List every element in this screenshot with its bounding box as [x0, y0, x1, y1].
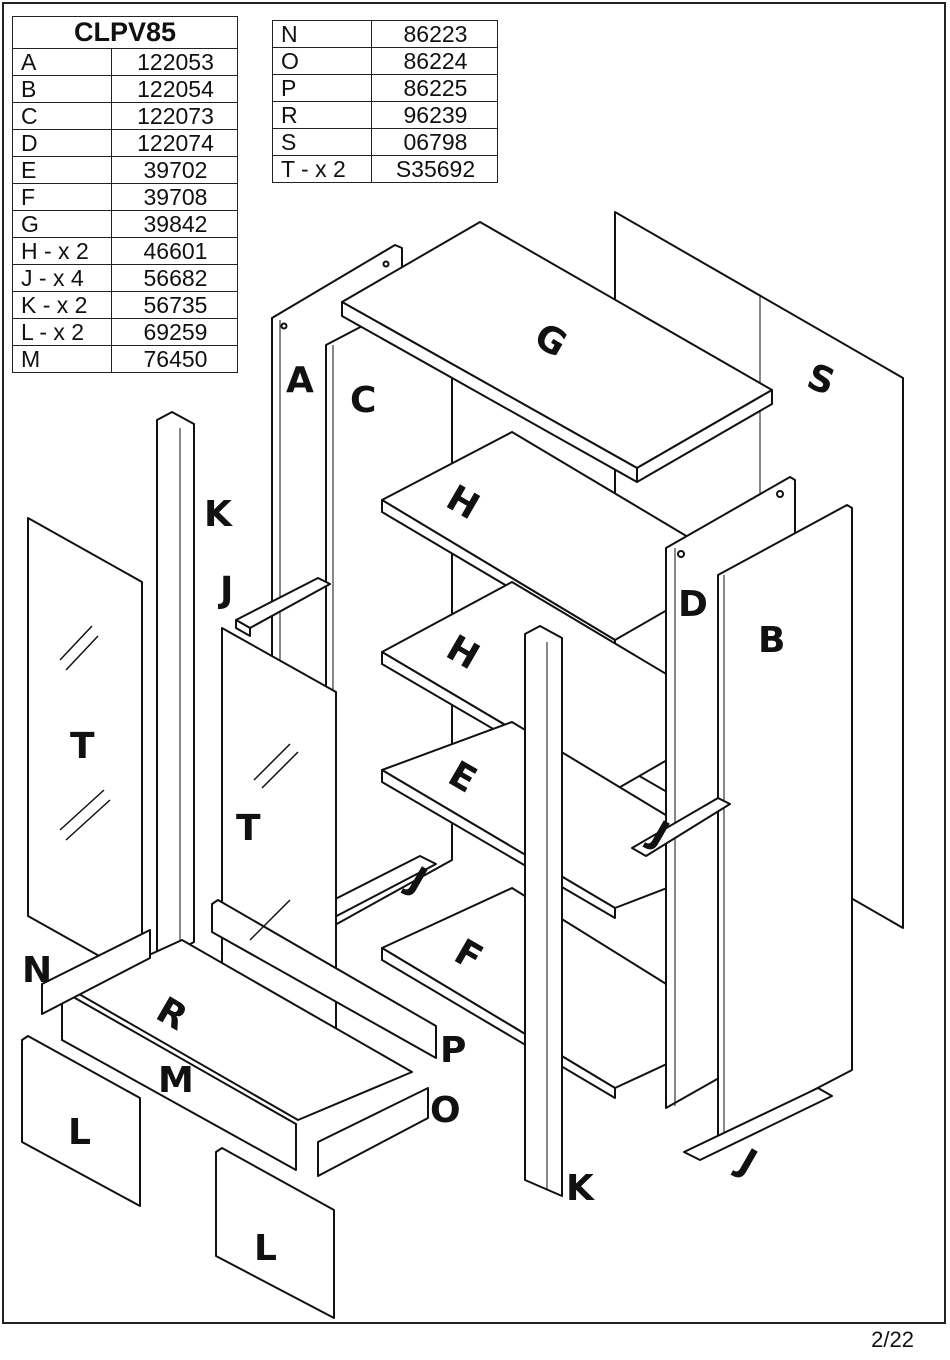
hole — [777, 491, 783, 497]
page-number: 2/22 — [871, 1327, 914, 1353]
part-label-c: C — [350, 380, 376, 421]
part-label-b: B — [758, 620, 785, 661]
part-label-k-lower: K — [566, 1168, 595, 1209]
part-label-l-left: L — [68, 1112, 91, 1153]
part-label-l-right: L — [254, 1228, 277, 1269]
part-label-n: N — [22, 950, 52, 991]
part-label-t-right: T — [236, 808, 261, 849]
part-label-j-1: J — [217, 570, 233, 611]
part-label-m: M — [158, 1060, 194, 1101]
part-label-j-4: J — [729, 1140, 764, 1184]
part-label-k-upper: K — [204, 494, 233, 535]
part-label-t-left: T — [70, 726, 95, 767]
part-label-d: D — [678, 584, 708, 625]
panel-b-side — [718, 505, 852, 1140]
part-label-p: P — [440, 1030, 466, 1071]
hole — [282, 324, 287, 329]
post-k-left — [157, 412, 194, 962]
part-label-a: A — [286, 360, 314, 401]
part-label-o: O — [430, 1090, 461, 1131]
exploded-assembly-diagram: G S A C H H E F D B K K J J J J T T N R … — [0, 0, 950, 1325]
post-k-right — [525, 626, 562, 1196]
hole — [678, 551, 684, 557]
hole — [384, 262, 389, 267]
